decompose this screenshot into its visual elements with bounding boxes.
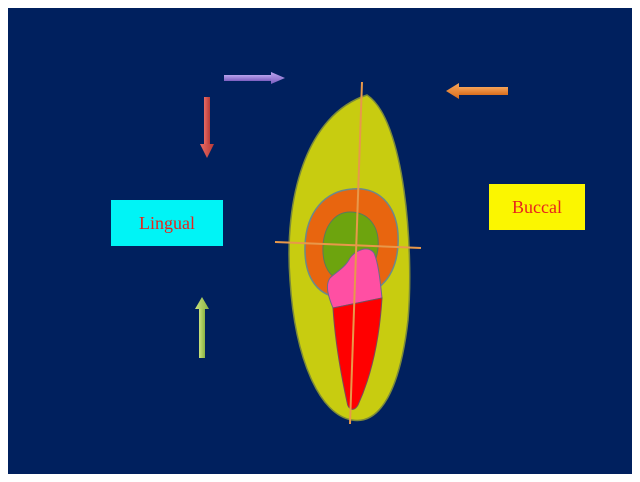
up-arrow-icon bbox=[195, 297, 209, 358]
left-arrow-icon bbox=[446, 83, 508, 99]
right-arrow-icon bbox=[224, 72, 285, 84]
buccal-label: Buccal bbox=[489, 184, 585, 230]
down-arrow-icon bbox=[200, 97, 214, 158]
lingual-label: Lingual bbox=[111, 200, 223, 246]
